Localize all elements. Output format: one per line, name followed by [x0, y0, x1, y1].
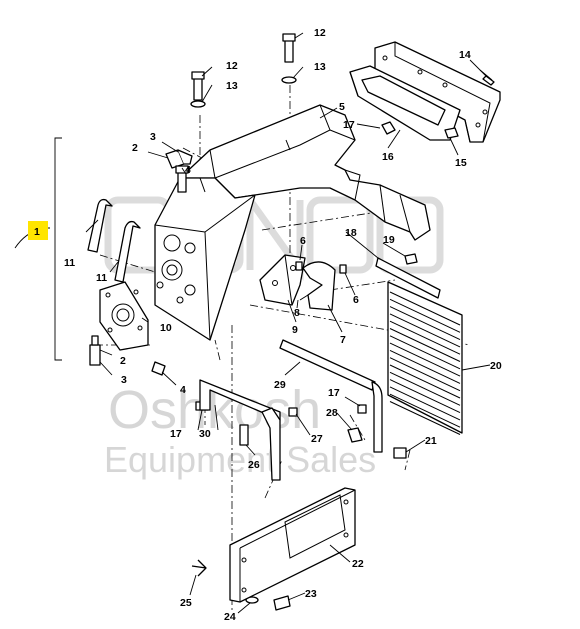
part-30-frame — [199, 379, 281, 481]
callout-24: 24 — [224, 611, 236, 623]
callout-25: 25 — [180, 597, 192, 609]
callout-11a: 11 — [64, 257, 75, 269]
part-10-plate — [99, 281, 149, 351]
callout-15: 15 — [455, 157, 467, 169]
callout-11b: 11 — [96, 272, 107, 284]
callout-13b: 13 — [314, 61, 326, 73]
grille-slat — [389, 328, 461, 362]
callout-19: 19 — [383, 234, 395, 246]
callout-6b: 6 — [353, 294, 359, 306]
callout-10: 10 — [160, 322, 172, 334]
part-16-plate — [349, 65, 461, 141]
callout-13a: 13 — [226, 80, 238, 92]
grille-slat — [389, 364, 461, 399]
callout-3a: 3 — [150, 131, 156, 143]
parts-6-9-brackets — [259, 254, 347, 311]
highlight-mark — [28, 221, 48, 240]
callout-21: 21 — [425, 435, 437, 447]
watermark: Oshkosh Equipment Sales — [104, 189, 444, 480]
part-5-housing — [154, 104, 431, 341]
callout-17b: 17 — [170, 428, 182, 440]
watermark-line2: Equipment Sales — [104, 439, 376, 480]
grille-slat — [389, 291, 461, 326]
callout-17a: 17 — [343, 119, 355, 131]
callout-6a: 6 — [300, 235, 306, 247]
callout-9: 9 — [292, 324, 298, 336]
part-22-panel — [229, 487, 356, 603]
callout-30: 30 — [199, 428, 211, 440]
callout-1: 1 — [34, 226, 40, 238]
part-29-rail — [279, 339, 383, 453]
callout-27: 27 — [311, 433, 323, 445]
callout-4b: 4 — [180, 384, 186, 396]
callout-4a: 4 — [185, 164, 191, 176]
part-18-bar — [375, 257, 441, 299]
part-20-grille — [387, 281, 463, 435]
callout-7: 7 — [340, 334, 346, 346]
grille-slat — [389, 320, 461, 355]
grille-slat — [389, 386, 461, 421]
grille-slat — [389, 298, 461, 333]
callout-17c: 17 — [328, 387, 340, 399]
assembly-bracket — [14, 137, 62, 361]
callout-2a: 2 — [132, 142, 138, 154]
callouts: 1 2 2 3 3 4 4 5 6 6 7 8 9 10 11 11 12 12… — [34, 27, 502, 623]
grille-slat — [389, 313, 461, 348]
callout-5: 5 — [339, 101, 345, 113]
grille-slat — [389, 349, 461, 384]
callout-12b: 12 — [314, 27, 326, 39]
grille-slat — [389, 401, 461, 435]
callout-2b: 2 — [120, 355, 126, 367]
grille-slat — [389, 357, 461, 392]
callout-8: 8 — [294, 307, 300, 319]
leader-lines — [85, 32, 491, 614]
callout-12a: 12 — [226, 60, 238, 72]
callout-26: 26 — [248, 459, 260, 471]
part-11-tubes — [87, 198, 141, 283]
grille-slat — [389, 342, 461, 377]
callout-14: 14 — [459, 49, 471, 61]
grille-slat — [389, 393, 461, 428]
callout-20: 20 — [490, 360, 502, 372]
callout-22: 22 — [352, 558, 364, 570]
hardware-bolts — [89, 33, 418, 611]
callout-3b: 3 — [121, 374, 127, 386]
callout-23: 23 — [305, 588, 317, 600]
grille-slat — [389, 306, 461, 341]
grille-slat — [389, 379, 461, 414]
callout-18: 18 — [345, 227, 357, 239]
grille-slat — [389, 371, 461, 406]
callout-28: 28 — [326, 407, 338, 419]
callout-16: 16 — [382, 151, 394, 163]
grille-slat — [389, 335, 461, 370]
callout-29: 29 — [274, 379, 286, 391]
